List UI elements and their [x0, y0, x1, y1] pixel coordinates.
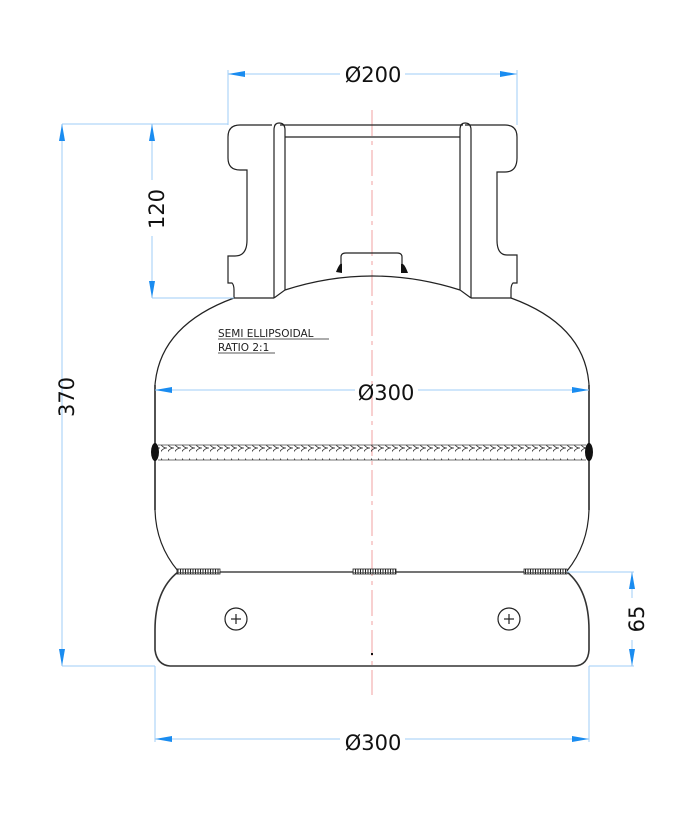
note-line-2: RATIO 2:1: [218, 342, 269, 354]
dim-label-overall-height: 370: [55, 377, 79, 417]
foot-ring: [154, 568, 590, 667]
dimension-overall-height: 370: [55, 123, 228, 667]
foot-ring-hole-left: [224, 607, 248, 631]
dim-label-guard-height: 120: [145, 189, 169, 229]
dimension-body-diameter: Ø300: [155, 381, 589, 405]
dimension-foot-ring-diameter: Ø300: [154, 666, 590, 755]
valve-guard-collar: [227, 122, 518, 299]
dimension-guard-height: 120: [145, 124, 234, 299]
tack-weld-center: [352, 568, 397, 575]
dim-label-guard-diameter: Ø200: [345, 63, 402, 87]
dimension-foot-ring-height: 65: [567, 571, 649, 667]
tack-weld-right: [523, 568, 568, 575]
dim-label-foot-ring-height: 65: [625, 606, 649, 633]
foot-ring-hole-right: [497, 607, 521, 631]
vessel-body: [154, 275, 590, 572]
valve-boss: [336, 252, 408, 273]
head-type-note: SEMI ELLIPSOIDAL RATIO 2:1: [218, 328, 329, 354]
circumferential-weld-seam: [151, 443, 593, 461]
note-line-1: SEMI ELLIPSOIDAL: [218, 328, 314, 340]
tack-weld-left: [176, 568, 221, 575]
dim-label-foot-ring-diameter: Ø300: [345, 731, 402, 755]
dim-label-body-diameter: Ø300: [358, 381, 415, 405]
dimension-top-guard-diameter: Ø200: [227, 63, 518, 125]
